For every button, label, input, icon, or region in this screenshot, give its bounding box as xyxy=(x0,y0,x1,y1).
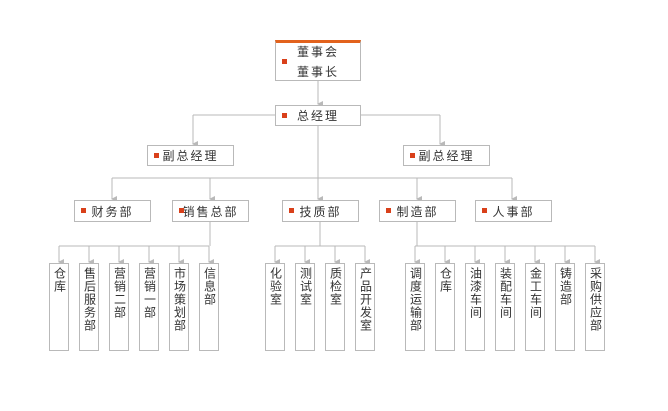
vp-right-box: 副总经理 xyxy=(403,145,490,166)
unit-box: 化验室 xyxy=(265,263,285,351)
vp-label: 副总经理 xyxy=(418,149,475,163)
unit-box: 金工车间 xyxy=(525,263,545,351)
department-box: 制造部 xyxy=(379,200,456,222)
unit-box: 采购供应部 xyxy=(585,263,605,351)
unit-label: 营销二部 xyxy=(112,267,127,319)
unit-box: 信息部 xyxy=(199,263,219,351)
bullet-icon xyxy=(289,208,294,213)
unit-label: 油漆车间 xyxy=(468,267,483,319)
unit-box: 营销一部 xyxy=(139,263,159,351)
gm-label: 总经理 xyxy=(296,109,339,123)
chairman-label: 董事长 xyxy=(296,64,339,79)
unit-label: 信息部 xyxy=(202,267,217,306)
unit-box: 市场策划部 xyxy=(169,263,189,351)
department-box: 人事部 xyxy=(475,200,552,222)
board-label: 董事会 xyxy=(296,44,339,59)
gm-box: 总经理 xyxy=(275,105,361,126)
unit-label: 产品开发室 xyxy=(358,267,373,332)
unit-box: 营销二部 xyxy=(109,263,129,351)
unit-label: 仓库 xyxy=(52,267,67,293)
department-label: 技质部 xyxy=(299,204,342,219)
bullet-icon xyxy=(386,208,391,213)
unit-box: 售后服务部 xyxy=(79,263,99,351)
bullet-icon xyxy=(282,112,287,118)
unit-label: 调度运输部 xyxy=(408,267,423,332)
bullet-icon xyxy=(482,208,487,213)
unit-box: 仓库 xyxy=(49,263,69,351)
unit-box: 产品开发室 xyxy=(355,263,375,351)
unit-box: 调度运输部 xyxy=(405,263,425,351)
unit-label: 金工车间 xyxy=(528,267,543,319)
department-label: 制造部 xyxy=(396,204,439,219)
unit-box: 油漆车间 xyxy=(465,263,485,351)
unit-box: 装配车间 xyxy=(495,263,515,351)
unit-box: 测试室 xyxy=(295,263,315,351)
vp-left-box: 副总经理 xyxy=(147,145,234,166)
unit-label: 市场策划部 xyxy=(172,267,187,332)
board-box: 董事会 董事长 xyxy=(275,40,361,81)
unit-label: 售后服务部 xyxy=(82,267,97,332)
department-box: 技质部 xyxy=(282,200,359,222)
unit-box: 仓库 xyxy=(435,263,455,351)
unit-box: 质检室 xyxy=(325,263,345,351)
bullet-icon xyxy=(282,58,287,64)
unit-label: 装配车间 xyxy=(498,267,513,319)
unit-label: 化验室 xyxy=(268,267,283,306)
bullet-icon xyxy=(154,152,159,158)
department-label: 销售总部 xyxy=(182,204,239,219)
department-box: 销售总部 xyxy=(172,200,249,222)
unit-label: 仓库 xyxy=(438,267,453,293)
unit-label: 营销一部 xyxy=(142,267,157,319)
bullet-icon xyxy=(410,152,415,158)
bullet-icon xyxy=(179,208,184,213)
department-label: 人事部 xyxy=(492,204,535,219)
unit-label: 采购供应部 xyxy=(588,267,603,332)
department-box: 财务部 xyxy=(74,200,151,222)
department-label: 财务部 xyxy=(91,204,134,219)
unit-label: 测试室 xyxy=(298,267,313,306)
unit-label: 铸造部 xyxy=(558,267,573,306)
bullet-icon xyxy=(81,208,86,213)
vp-label: 副总经理 xyxy=(162,149,219,163)
unit-box: 铸造部 xyxy=(555,263,575,351)
unit-label: 质检室 xyxy=(328,267,343,306)
